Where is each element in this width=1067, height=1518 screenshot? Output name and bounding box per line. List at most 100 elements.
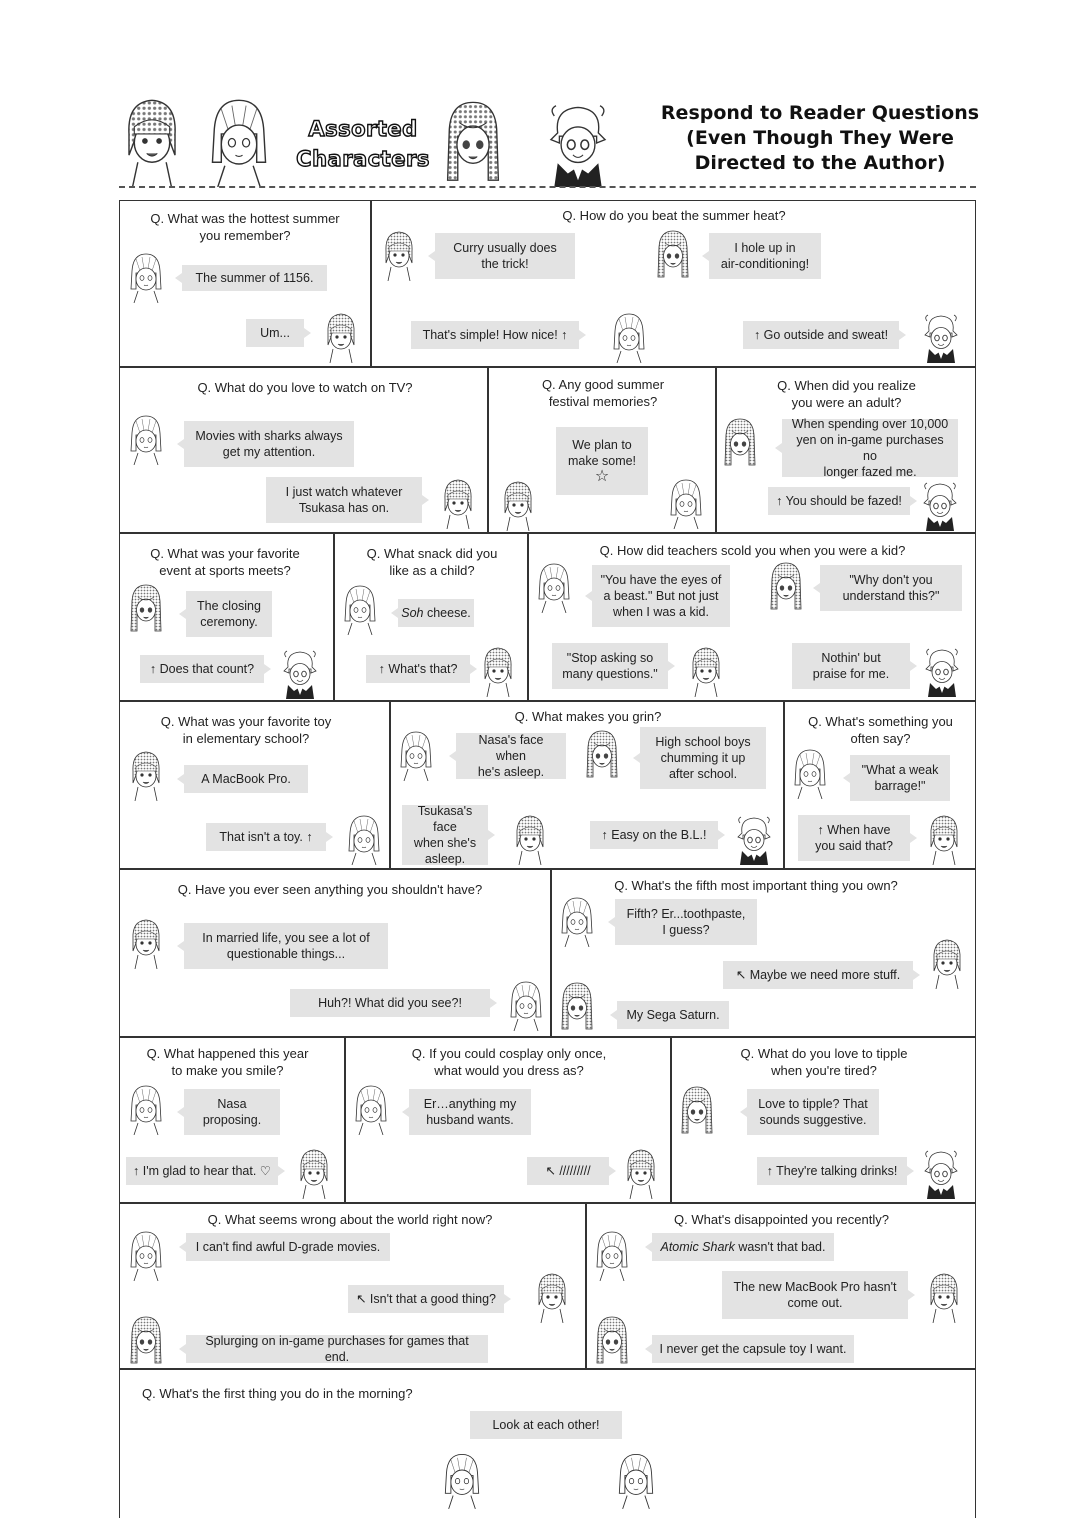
- panel-world-wrong: Q. What seems wrong about the world righ…: [119, 1202, 587, 1370]
- character-girl-icon: [536, 561, 572, 613]
- character-hair-ribbon-icon: [924, 645, 960, 697]
- character-girl-icon: [398, 729, 434, 781]
- character-girl-icon: [611, 311, 647, 363]
- speech-bubble: Splurging on in-game purchases for games…: [179, 1334, 488, 1364]
- character-dark-hair-icon: [128, 583, 164, 635]
- character-hair-ribbon-icon: [922, 479, 958, 531]
- speech-bubble: ↑ Easy on the B.L.!: [590, 821, 725, 849]
- character-girl-icon: [128, 413, 164, 465]
- character-girl-icon: [792, 747, 828, 799]
- character-tsukasa-icon: [128, 749, 164, 801]
- question-text: Q. What's disappointed you recently?: [674, 1212, 889, 1227]
- question-text: Q. If you could cosplay only once,what w…: [411, 1046, 607, 1078]
- character-tsukasa-illustration: [118, 95, 186, 187]
- character-tsukasa-icon: [480, 645, 516, 697]
- character-tsukasa-icon: [929, 937, 965, 989]
- character-dark-hair-icon: [768, 561, 804, 613]
- character-dark-hair-icon: [128, 1315, 164, 1367]
- character-tsukasa-icon: [926, 813, 962, 865]
- speech-bubble: My Sega Saturn.: [610, 1001, 729, 1029]
- header-divider: [119, 186, 976, 188]
- character-girl-icon: [442, 1451, 482, 1509]
- panel-watch-tv: Q. What do you love to watch on TV? Movi…: [119, 366, 489, 534]
- character-girl-icon: [128, 1083, 164, 1135]
- character-tsukasa-icon: [534, 1271, 570, 1323]
- panel-teachers-scold: Q. How did teachers scold you when you w…: [527, 532, 976, 702]
- character-girl-icon: [342, 583, 378, 635]
- question-text: Q. What's the fifth most important thing…: [614, 878, 898, 893]
- character-girl-icon: [594, 1229, 630, 1281]
- question-text: Q. What seems wrong about the world righ…: [207, 1212, 493, 1227]
- question-text: Q. What's the first thing you do in the …: [142, 1386, 413, 1401]
- speech-bubble: Look at each other!: [470, 1411, 622, 1439]
- speech-bubble: Soh cheese.: [391, 599, 474, 627]
- character-dark-hair-illustration: [440, 99, 506, 187]
- character-girl-icon: [559, 895, 595, 947]
- speech-bubble: That's simple! How nice! ↑: [411, 321, 586, 349]
- character-tsukasa-icon: [296, 1147, 332, 1199]
- character-tsukasa-icon: [440, 477, 476, 529]
- question-text: Q. What do you love to watch on TV?: [197, 380, 413, 395]
- speech-bubble: ↑ I'm glad to hear that. ♡: [126, 1157, 285, 1185]
- character-dark-hair-icon: [594, 1315, 630, 1367]
- panel-makes-you-grin: Q. What makes you grin? Nasa's face when…: [389, 700, 785, 870]
- panel-summer-heat: Q. How do you beat the summer heat? Curr…: [370, 200, 976, 368]
- question-text: Q. How did teachers scold you when you w…: [599, 543, 906, 558]
- panel-seen-shouldnt-have: Q. Have you ever seen anything you shoul…: [119, 868, 552, 1038]
- speech-bubble: ↑ You should be fazed!: [768, 487, 917, 515]
- character-girl-icon: [616, 1451, 656, 1509]
- character-girl-illustration: [205, 95, 273, 187]
- character-tsukasa-icon: [926, 1271, 962, 1323]
- character-tsukasa-icon: [512, 813, 548, 865]
- character-tsukasa-icon: [381, 229, 417, 281]
- character-tsukasa-icon: [500, 479, 536, 531]
- speech-bubble: The summer of 1156.: [175, 265, 327, 291]
- speech-bubble: Um...: [246, 319, 311, 347]
- character-girl-icon: [353, 1083, 389, 1135]
- speech-bubble: Fifth? Er...toothpaste,I guess?: [608, 899, 757, 945]
- speech-bubble: Atomic Shark wasn't that bad.: [645, 1233, 834, 1261]
- question-text: Q. What makes you grin?: [514, 709, 662, 724]
- character-hair-ribbon-icon: [923, 1147, 959, 1199]
- character-dark-hair-icon: [584, 729, 620, 781]
- character-dark-hair-icon: [559, 981, 595, 1033]
- question-text: Q. How do you beat the summer heat?: [562, 208, 786, 223]
- character-dark-hair-icon: [722, 417, 758, 469]
- character-dark-hair-icon: [655, 229, 691, 281]
- character-hair-ribbon-icon: [282, 647, 318, 699]
- speech-bubble: That isn't a toy. ↑: [206, 823, 333, 851]
- character-hair-ribbon-icon: [923, 311, 959, 363]
- panel-cosplay: Q. If you could cosplay only once,what w…: [344, 1036, 672, 1204]
- character-hair-ribbon-icon: [736, 813, 772, 865]
